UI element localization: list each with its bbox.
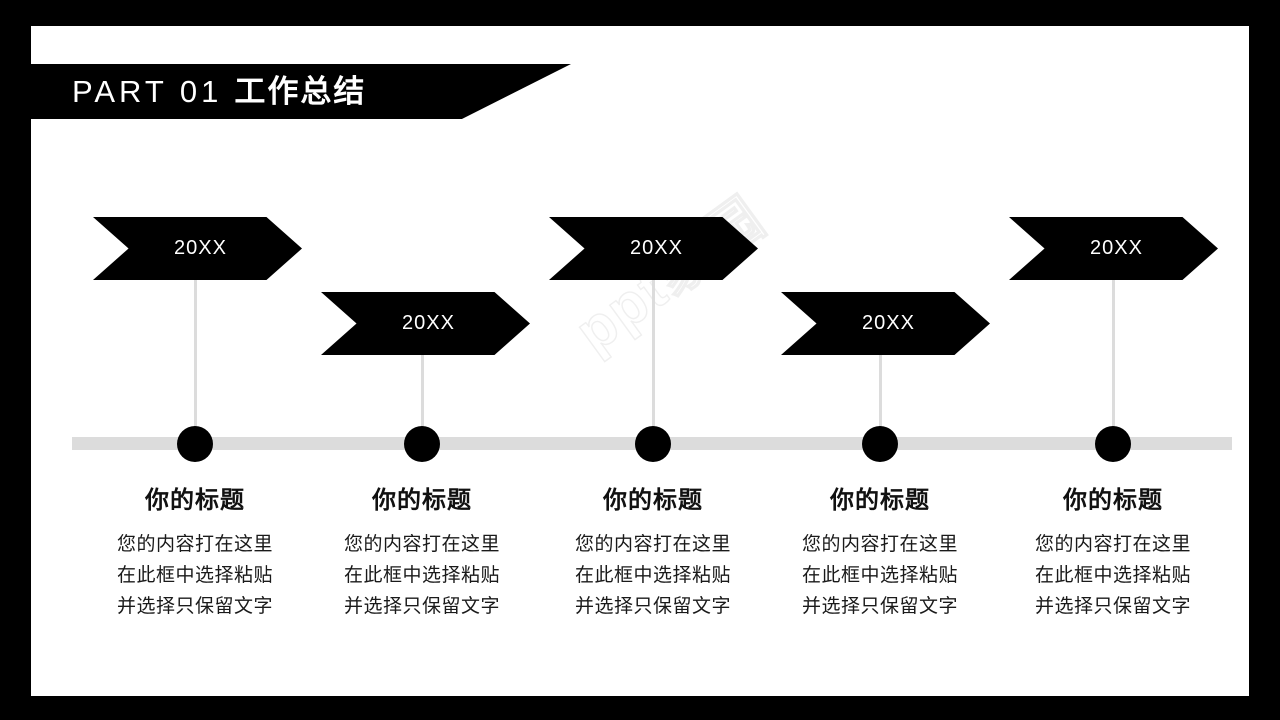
item-body-3: 您的内容打在这里 在此框中选择粘贴 并选择只保留文字 — [538, 530, 768, 622]
item-body-2: 您的内容打在这里 在此框中选择粘贴 并选择只保留文字 — [307, 530, 537, 622]
page-title: PART 01 工作总结 — [72, 64, 366, 119]
item-title-2: 你的标题 — [372, 487, 472, 514]
timeline-dot-3[interactable] — [635, 426, 671, 462]
timeline-dot-4[interactable] — [862, 426, 898, 462]
item-body-1-line-2: 在此框中选择粘贴 — [116, 565, 273, 587]
frame-border-right — [1249, 0, 1280, 720]
timeline-item-4: 你的标题 您的内容打在这里 在此框中选择粘贴 并选择只保留文字 — [765, 487, 995, 623]
item-body-1-line-3: 并选择只保留文字 — [116, 595, 273, 617]
item-body-5: 您的内容打在这里 在此框中选择粘贴 并选择只保留文字 — [998, 530, 1228, 622]
frame-border-bottom — [0, 696, 1280, 720]
item-title-3: 你的标题 — [603, 487, 703, 514]
timeline-dot-5[interactable] — [1095, 426, 1131, 462]
milestone-chevron-5[interactable]: 20XX — [1009, 217, 1218, 280]
milestone-year-5: 20XX — [1090, 237, 1143, 259]
item-body-3-line-3: 并选择只保留文字 — [574, 595, 731, 617]
timeline-item-3: 你的标题 您的内容打在这里 在此框中选择粘贴 并选择只保留文字 — [538, 487, 768, 623]
item-body-2-line-1: 您的内容打在这里 — [343, 534, 500, 556]
item-body-1: 您的内容打在这里 在此框中选择粘贴 并选择只保留文字 — [80, 530, 310, 622]
item-title-4: 你的标题 — [830, 487, 930, 514]
connector-line-1 — [194, 280, 197, 440]
connector-line-3 — [652, 280, 655, 440]
connector-line-4 — [879, 355, 882, 440]
section-part-label: PART 01 — [72, 74, 223, 109]
item-body-2-line-2: 在此框中选择粘贴 — [343, 565, 500, 587]
milestone-chevron-1[interactable]: 20XX — [93, 217, 302, 280]
milestone-year-1: 20XX — [174, 237, 227, 259]
frame-border-top — [0, 0, 1280, 26]
connector-line-5 — [1112, 280, 1115, 440]
item-body-4-line-2: 在此框中选择粘贴 — [801, 565, 958, 587]
milestone-chevron-4[interactable]: 20XX — [781, 292, 990, 355]
timeline-dot-1[interactable] — [177, 426, 213, 462]
item-body-4: 您的内容打在这里 在此框中选择粘贴 并选择只保留文字 — [765, 530, 995, 622]
item-title-1: 你的标题 — [145, 487, 245, 514]
connector-line-2 — [421, 355, 424, 440]
frame-border-left — [0, 0, 31, 720]
section-title-text: 工作总结 — [234, 74, 367, 109]
milestone-year-3: 20XX — [630, 237, 683, 259]
item-body-3-line-1: 您的内容打在这里 — [574, 534, 731, 556]
item-body-4-line-3: 并选择只保留文字 — [801, 595, 958, 617]
milestone-year-4: 20XX — [862, 312, 915, 334]
item-title-5: 你的标题 — [1063, 487, 1163, 514]
timeline-item-5: 你的标题 您的内容打在这里 在此框中选择粘贴 并选择只保留文字 — [998, 487, 1228, 623]
timeline-item-2: 你的标题 您的内容打在这里 在此框中选择粘贴 并选择只保留文字 — [307, 487, 537, 623]
timeline-item-1: 你的标题 您的内容打在这里 在此框中选择粘贴 并选择只保留文字 — [80, 487, 310, 623]
milestone-chevron-2[interactable]: 20XX — [321, 292, 530, 355]
milestone-year-2: 20XX — [402, 312, 455, 334]
milestone-chevron-3[interactable]: 20XX — [549, 217, 758, 280]
item-body-1-line-1: 您的内容打在这里 — [116, 534, 273, 556]
timeline-dot-2[interactable] — [404, 426, 440, 462]
item-body-4-line-1: 您的内容打在这里 — [801, 534, 958, 556]
item-body-3-line-2: 在此框中选择粘贴 — [574, 565, 731, 587]
item-body-5-line-2: 在此框中选择粘贴 — [1034, 565, 1191, 587]
item-body-2-line-3: 并选择只保留文字 — [343, 595, 500, 617]
item-body-5-line-1: 您的内容打在这里 — [1034, 534, 1191, 556]
item-body-5-line-3: 并选择只保留文字 — [1034, 595, 1191, 617]
